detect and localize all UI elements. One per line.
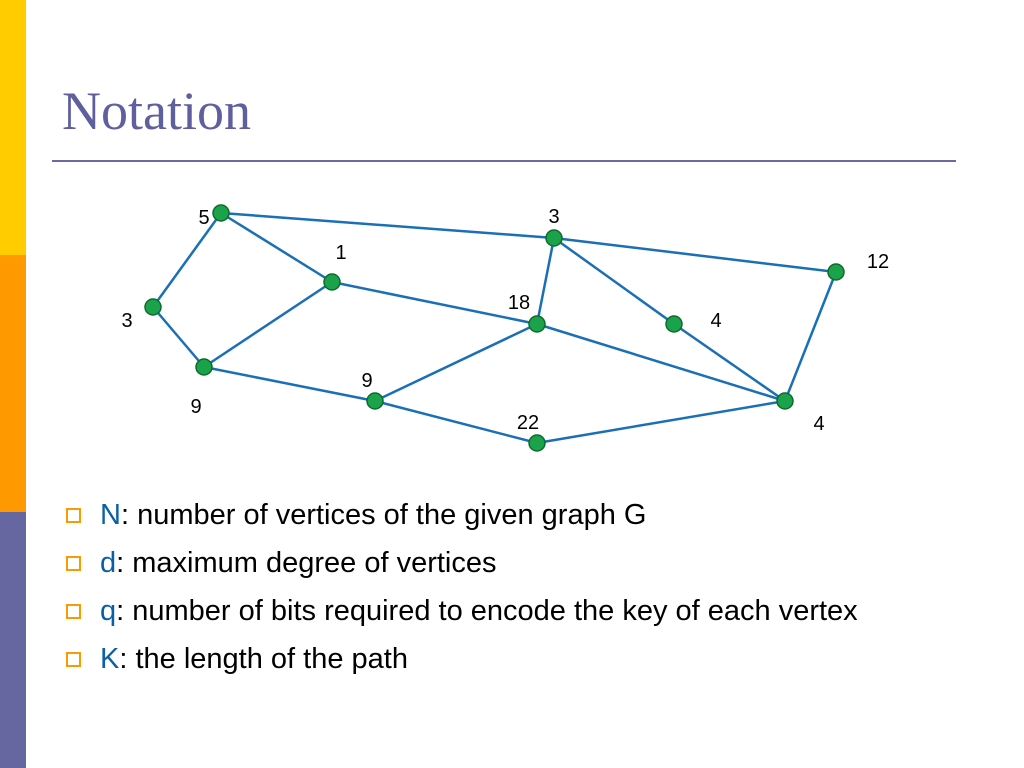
accent-bar-orange — [0, 255, 26, 512]
graph-node-b — [545, 229, 563, 247]
bullet-item-n: N: number of vertices of the given graph… — [62, 496, 942, 535]
vertex-label-c: 1 — [335, 242, 346, 264]
graph-node-c — [323, 273, 341, 291]
graph-node-g — [665, 315, 683, 333]
graph-edge-b-f — [535, 237, 556, 325]
term-n: N — [100, 499, 121, 531]
graph-labels: 5 3 1 12 3 18 4 9 9 4 22 — [121, 206, 889, 435]
term-d: d — [100, 547, 117, 579]
graph-node-h — [195, 358, 213, 376]
term-k: K — [100, 643, 120, 675]
vertex-label-d: 12 — [867, 251, 889, 273]
definition-q: : number of bits required to encode the … — [116, 595, 858, 627]
graph-edge-a-b — [220, 211, 555, 240]
bullet-item-k: K: the length of the path — [62, 640, 942, 679]
graph-node-j — [776, 392, 794, 410]
vertex-label-b: 3 — [548, 206, 559, 228]
definition-k: : the length of the path — [119, 643, 408, 675]
definition-n: : number of vertices of the given graph … — [120, 499, 647, 531]
graph-edge-a-e — [151, 212, 223, 308]
graph-node-d — [827, 263, 845, 281]
graph-edge-h-i — [203, 365, 376, 403]
term-q: q — [100, 595, 117, 627]
square-bullet-icon — [66, 556, 81, 571]
accent-bar-purple — [0, 512, 26, 768]
vertex-label-j: 4 — [813, 413, 824, 435]
graph-edge-g-j — [673, 322, 786, 403]
vertex-label-e: 3 — [121, 310, 132, 332]
graph-edge-c-h — [203, 280, 333, 369]
square-bullet-icon — [66, 508, 81, 523]
vertex-label-g: 4 — [710, 310, 721, 332]
square-bullet-icon — [66, 604, 81, 619]
graph-node-k — [528, 434, 546, 452]
accent-bar-yellow — [0, 0, 26, 255]
graph-edge-i-k — [374, 399, 538, 445]
graph-edge-c-f — [331, 280, 538, 326]
title-divider — [52, 160, 956, 162]
graph-edge-f-j — [536, 322, 786, 403]
graph-node-i — [366, 392, 384, 410]
graph-edge-k-j — [536, 399, 786, 445]
bullet-item-d: d: maximum degree of vertices — [62, 544, 942, 583]
slide-title: Notation — [62, 81, 251, 141]
notation-list: N: number of vertices of the given graph… — [62, 496, 942, 688]
definition-d: : maximum degree of vertices — [116, 547, 497, 579]
vertex-label-a: 5 — [198, 207, 209, 229]
graph-edge-d-j — [783, 271, 838, 402]
graph-edges — [151, 211, 838, 445]
graph-nodes — [144, 204, 845, 452]
graph-edge-e-h — [152, 306, 205, 368]
graph-node-a — [212, 204, 230, 222]
graph-edge-b-d — [553, 236, 837, 274]
graph-node-e — [144, 298, 162, 316]
graph-edge-b-g — [553, 236, 675, 326]
graph-edge-a-c — [220, 211, 333, 284]
graph-node-f — [528, 315, 546, 333]
graph-edge-i-f — [374, 322, 538, 403]
vertex-label-f: 18 — [508, 292, 530, 314]
bullet-item-q: q: number of bits required to encode the… — [62, 592, 942, 631]
vertex-label-k: 22 — [517, 412, 539, 434]
vertex-label-h: 9 — [190, 396, 201, 418]
square-bullet-icon — [66, 652, 81, 667]
vertex-label-i: 9 — [361, 370, 372, 392]
